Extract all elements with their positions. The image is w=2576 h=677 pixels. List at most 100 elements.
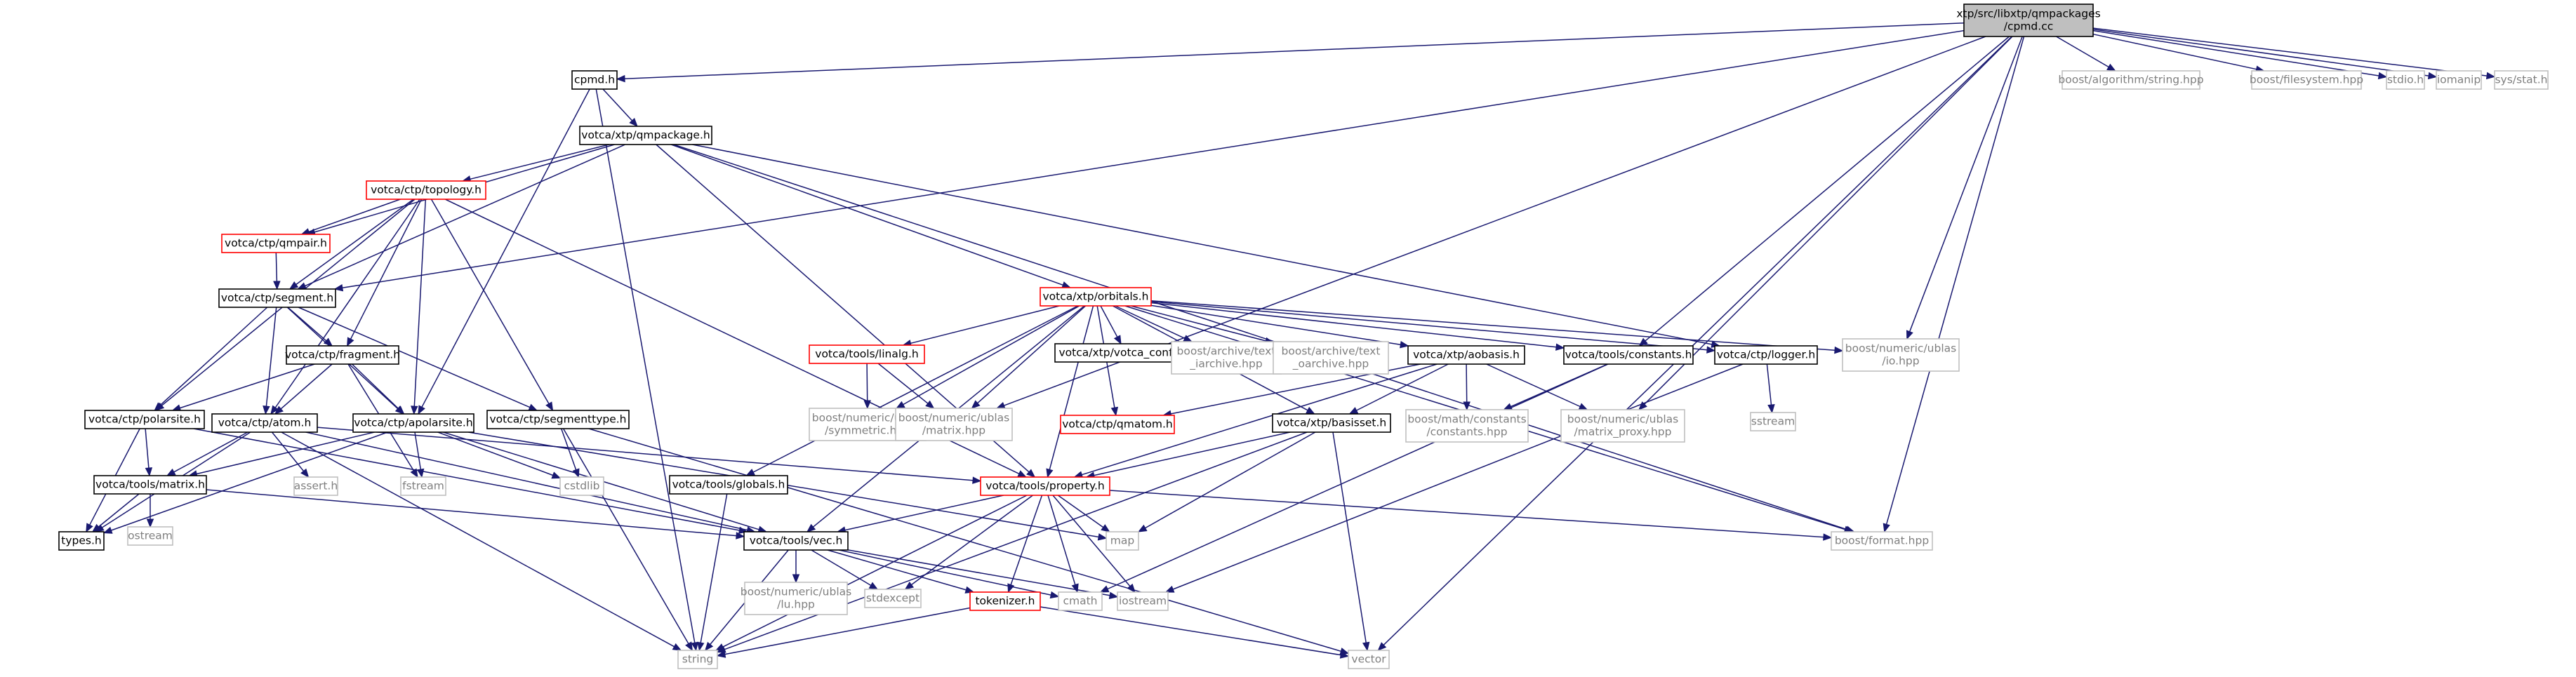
- node-label: vector: [1351, 653, 1386, 666]
- node-root[interactable]: xtp/src/libxtp/qmpackages/cpmd.cc: [1956, 4, 2101, 37]
- edge-matrix-to-types: [91, 493, 140, 532]
- node-matrix[interactable]: votca/tools/matrix.h: [93, 475, 207, 495]
- node-label: votca/ctp/logger.h: [1717, 349, 1815, 361]
- node-apolarsite[interactable]: votca/ctp/apolarsite.h: [352, 413, 474, 433]
- node-vec[interactable]: votca/tools/vec.h: [743, 531, 849, 551]
- edge-apolarsite-to-fstream: [414, 431, 425, 478]
- node-tokenizer[interactable]: tokenizer.h: [969, 591, 1041, 611]
- node-label: tokenizer.h: [975, 595, 1035, 608]
- node-orbitals[interactable]: votca/xtp/orbitals.h: [1040, 287, 1152, 307]
- node-label: map: [1110, 535, 1134, 547]
- edge-root-to-iomanip: [2092, 29, 2438, 80]
- edge-property-to-map: [1057, 495, 1110, 532]
- node-segmenttype[interactable]: votca/ctp/segmenttype.h: [486, 410, 630, 429]
- edge-tokenizer-to-vector: [1040, 606, 1350, 659]
- node-label: votca/xtp/votca_config.h: [1059, 347, 1193, 360]
- node-box: [400, 476, 446, 496]
- node-box: [127, 526, 173, 546]
- node-label: /constants.hpp: [1426, 426, 1507, 438]
- edge-atom-to-property: [317, 427, 982, 484]
- node-qmpair[interactable]: votca/ctp/qmpair.h: [221, 234, 331, 253]
- node-box: [571, 70, 618, 90]
- node-stdexcept: stdexcept: [864, 589, 922, 608]
- node-box: [2436, 70, 2482, 90]
- node-label: stdio.h: [2387, 74, 2424, 86]
- node-label: fstream: [402, 480, 444, 492]
- node-lu: boost/numeric/ublas/lu.hpp: [741, 582, 851, 615]
- node-fragment[interactable]: votca/ctp/fragment.h: [285, 345, 400, 365]
- node-constants[interactable]: votca/tools/constants.h: [1563, 345, 1694, 365]
- node-topology[interactable]: votca/ctp/topology.h: [366, 180, 486, 200]
- node-qmatom[interactable]: votca/ctp/qmatom.h: [1060, 415, 1175, 434]
- node-label: votca/tools/vec.h: [750, 535, 843, 547]
- edge-segmenttype-to-string: [562, 428, 693, 652]
- node-box: [579, 126, 712, 145]
- node-property[interactable]: votca/tools/property.h: [980, 476, 1110, 496]
- node-atom[interactable]: votca/ctp/atom.h: [211, 413, 318, 433]
- node-box: [218, 288, 336, 308]
- edge-orbitals-to-logger: [1150, 301, 1716, 354]
- node-label: votca/xtp/basisset.h: [1277, 417, 1387, 429]
- edge-vec-to-cmath: [839, 549, 1060, 599]
- edge-cpmd-to-apolarsite: [418, 88, 590, 415]
- node-box: [864, 589, 922, 608]
- node-fstream: fstream: [400, 476, 446, 496]
- edge-root-to-constants: [1638, 36, 2010, 347]
- node-vector: vector: [1348, 650, 1390, 669]
- node-box: [1171, 341, 1282, 375]
- edge-qmpackage-to-orbitals: [670, 144, 1072, 289]
- edge-orbitals-to-ublasmatrix: [971, 305, 1087, 409]
- node-box: [744, 582, 848, 615]
- edge-orbitals-to-property: [1046, 305, 1094, 478]
- node-basisset[interactable]: votca/xtp/basisset.h: [1272, 413, 1391, 433]
- node-label: /matrix_proxy.hpp: [1574, 426, 1672, 439]
- node-label: votca/ctp/segmenttype.h: [490, 413, 627, 426]
- node-box: [1405, 409, 1529, 443]
- node-aobasis[interactable]: votca/xtp/aobasis.h: [1407, 345, 1525, 365]
- node-cpmd[interactable]: cpmd.h: [571, 70, 618, 90]
- edge-constants-to-cmath: [1099, 363, 1609, 593]
- edge-aobasis-to-mathconstants: [1463, 363, 1470, 411]
- edge-apolarsite-to-types: [102, 431, 388, 534]
- edge-topology-to-atom: [270, 199, 420, 415]
- node-qmpackage[interactable]: votca/xtp/qmpackage.h: [579, 126, 712, 145]
- node-segment[interactable]: votca/ctp/segment.h: [218, 288, 336, 308]
- edge-orbitals-to-constants: [1150, 302, 1565, 351]
- edge-basisset-to-map: [1137, 431, 1316, 532]
- node-label: boost/numeric/ublas: [1845, 342, 1956, 355]
- edge-orbitals-to-ublasio: [1150, 300, 1844, 354]
- node-globals[interactable]: votca/tools/globals.h: [669, 475, 788, 495]
- node-box: [286, 345, 399, 365]
- node-label: assert.h: [294, 480, 338, 492]
- node-polarsite[interactable]: votca/ctp/polarsite.h: [84, 410, 205, 429]
- node-label: boost/numeric/ublas: [898, 412, 1009, 424]
- node-label: iomanip: [2437, 74, 2481, 86]
- node-label: boost/archive/text: [1177, 345, 1276, 358]
- node-box: [1058, 591, 1103, 611]
- node-mathconstants: boost/math/constants/constants.hpp: [1405, 409, 1529, 443]
- node-algostring: boost/algorithm/string.hpp: [2058, 70, 2204, 90]
- edge-atom-to-assert: [271, 431, 310, 478]
- edge-logger-to-sstream: [1766, 363, 1775, 414]
- edge-cpmd-to-qmpackage: [602, 88, 638, 127]
- node-box: [1560, 409, 1685, 443]
- node-box: [352, 413, 474, 433]
- node-label: cmath: [1063, 595, 1097, 608]
- node-box: [211, 413, 318, 433]
- node-map: map: [1106, 531, 1139, 551]
- node-label: votca/xtp/aobasis.h: [1413, 349, 1520, 361]
- edge-root-to-ublasio: [1906, 36, 2023, 340]
- node-linalg[interactable]: votca/tools/linalg.h: [809, 344, 925, 364]
- edge-orbitals-to-textoarchive: [1130, 305, 1275, 344]
- node-types[interactable]: types.h: [58, 531, 105, 551]
- node-iostream: iostream: [1117, 591, 1169, 611]
- node-box: [669, 475, 788, 495]
- edge-root-to-format: [1883, 36, 2025, 533]
- node-label: votca/ctp/fragment.h: [285, 349, 400, 361]
- node-label: xtp/src/libxtp/qmpackages: [1956, 8, 2100, 20]
- node-logger[interactable]: votca/ctp/logger.h: [1714, 345, 1818, 365]
- edge-atom-to-string: [281, 431, 682, 651]
- edge-cpmd-to-string: [595, 88, 698, 652]
- node-format: boost/format.hpp: [1831, 531, 1933, 551]
- edge-qmpackage-to-logger: [692, 144, 1720, 348]
